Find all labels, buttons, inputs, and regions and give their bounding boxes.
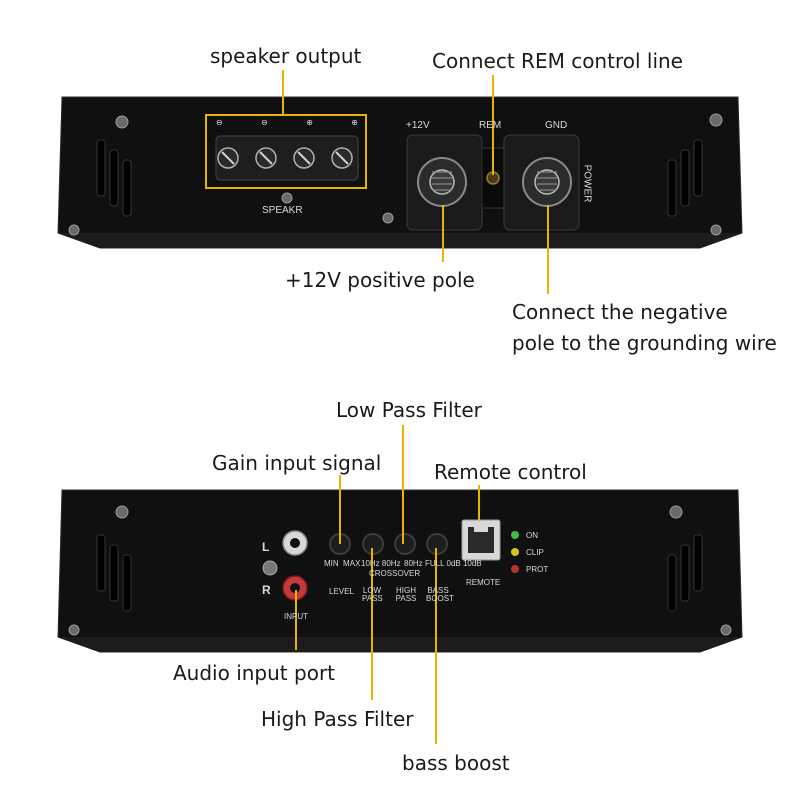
polarity-plus-2: ⊕: [351, 118, 358, 127]
speaker-terminal-block: [215, 135, 359, 204]
vent-slots-right: [667, 139, 703, 217]
vent-slots-left: [96, 139, 132, 217]
right-channel-label: R: [262, 583, 271, 597]
low-pass-callout: Low Pass Filter: [336, 398, 482, 422]
gnd-label: GND: [545, 120, 568, 131]
corner-screw-icon: [68, 113, 723, 236]
left-channel-label: L: [262, 540, 270, 554]
ground-screw-icon: [262, 560, 278, 576]
level-label: LEVEL: [329, 587, 354, 596]
polarity-minus-1: ⊖: [216, 118, 223, 127]
rem-terminal: [481, 147, 505, 209]
high-pass-callout: High Pass Filter: [261, 707, 414, 731]
rca-input-left-jack: [282, 530, 308, 556]
control-knobs: [329, 533, 448, 555]
high-pass-label: HIGH PASS: [395, 586, 417, 603]
level-max-label: MAX: [343, 559, 361, 568]
plus12v-label: +12V: [406, 120, 430, 131]
negative-pole-callout-line1: Connect the negative: [512, 300, 728, 324]
negative-pole-callout-line2: pole to the grounding wire: [512, 331, 777, 355]
led-prot-label: PROT: [526, 565, 549, 574]
lowpass-range-label: 10Hz 80Hz: [361, 559, 401, 568]
bass-boost-label: BASS BOOST: [426, 586, 455, 603]
input-label: INPUT: [284, 612, 308, 621]
bass-range-label: FULL 0dB 10dB: [425, 559, 482, 568]
rem-control-callout: Connect REM control line: [432, 49, 683, 73]
crossover-label: CROSSOVER: [369, 569, 421, 578]
audio-input-callout: Audio input port: [173, 661, 336, 685]
led-clip-label: CLIP: [526, 548, 544, 557]
speaker-polarity-row: ⊖ ⊖ ⊕ ⊕: [216, 118, 358, 127]
polarity-plus-1: ⊕: [306, 118, 313, 127]
positive-pole-callout: +12V positive pole: [285, 268, 475, 292]
bass-boost-callout: bass boost: [402, 751, 510, 775]
leader-lines: [282, 70, 549, 744]
led-on-icon: [511, 531, 519, 539]
led-prot-icon: [511, 565, 519, 573]
vent-slots-left: [96, 534, 132, 612]
led-on-label: ON: [526, 531, 538, 540]
polarity-minus-2: ⊖: [261, 118, 268, 127]
low-pass-label: LOW PASS: [362, 586, 383, 603]
led-clip-icon: [511, 548, 519, 556]
speakr-label: SPEAKR: [262, 205, 303, 216]
highpass-range-label: 80Hz: [404, 559, 423, 568]
positive-terminal: [406, 134, 483, 231]
ground-terminal: [503, 134, 580, 231]
remote-port-label: REMOTE: [466, 578, 501, 587]
gain-callout: Gain input signal: [212, 451, 382, 475]
top-amplifier-panel: [57, 96, 743, 249]
level-min-label: MIN: [324, 559, 339, 568]
remote-port: [461, 519, 501, 561]
corner-screw-icon: [68, 505, 732, 636]
remote-callout: Remote control: [434, 460, 587, 484]
vent-slots-right: [667, 534, 703, 612]
speaker-output-highlight: [205, 114, 367, 189]
rem-label: REM: [479, 120, 502, 131]
power-label: POWER: [581, 164, 593, 203]
bottom-amplifier-panel: [57, 489, 743, 653]
speaker-output-callout: speaker output: [210, 44, 362, 68]
